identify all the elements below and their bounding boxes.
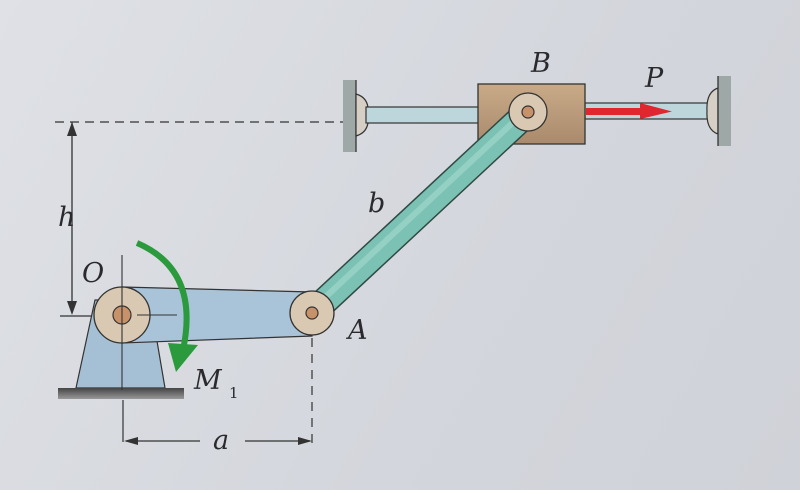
label-m: M — [193, 365, 223, 396]
label-b-link: b — [368, 188, 385, 219]
label-a-point: A — [345, 315, 368, 346]
label-h: h — [58, 202, 75, 233]
pivot-a — [289, 290, 335, 336]
right-wall-support — [706, 76, 731, 146]
ground — [58, 388, 184, 399]
pivot-o — [93, 255, 177, 390]
left-wall-support — [343, 80, 369, 152]
pivot-b — [508, 92, 548, 132]
label-a-dimension: a — [213, 425, 229, 456]
left-guide-rod — [365, 106, 480, 124]
label-o: O — [82, 258, 104, 289]
a-dimension — [122, 338, 313, 450]
label-m-subscript: 1 — [229, 384, 239, 402]
moment-arrow-m1 — [135, 240, 198, 372]
force-arrow-p — [586, 103, 672, 119]
label-p: P — [644, 63, 664, 94]
label-b-point: B — [530, 48, 551, 79]
